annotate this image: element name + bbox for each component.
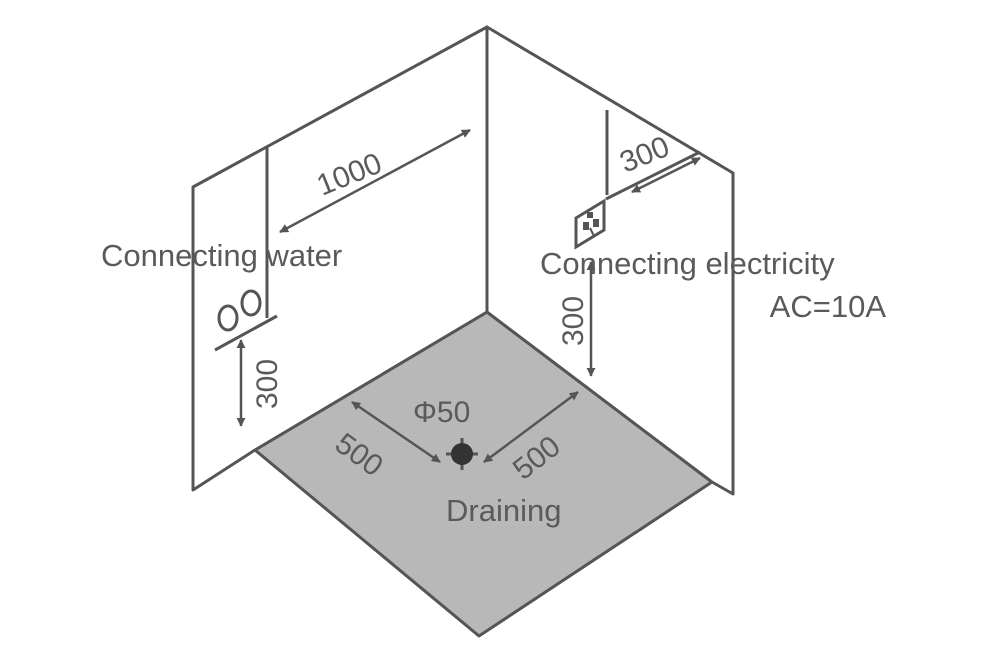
water-height-label: 300	[251, 359, 284, 409]
double-ring-tap-icon	[217, 289, 262, 332]
drain-diameter-label: Φ50	[413, 396, 470, 429]
drain-hole-icon	[446, 438, 478, 470]
socket-height-label: 300	[557, 296, 590, 346]
socket-offset-arrow	[631, 156, 701, 194]
water-label: Connecting water	[101, 238, 342, 273]
drain-left-arrow	[351, 400, 441, 464]
power-rating-label: AC=10A	[770, 289, 887, 324]
draining-label: Draining	[446, 493, 561, 528]
wall-span-arrow	[279, 128, 471, 234]
drain-right-arrow	[483, 390, 579, 464]
water-outlet-base-line	[214, 314, 278, 352]
electricity-label: Connecting electricity	[540, 246, 835, 281]
power-socket-icon	[574, 198, 606, 250]
